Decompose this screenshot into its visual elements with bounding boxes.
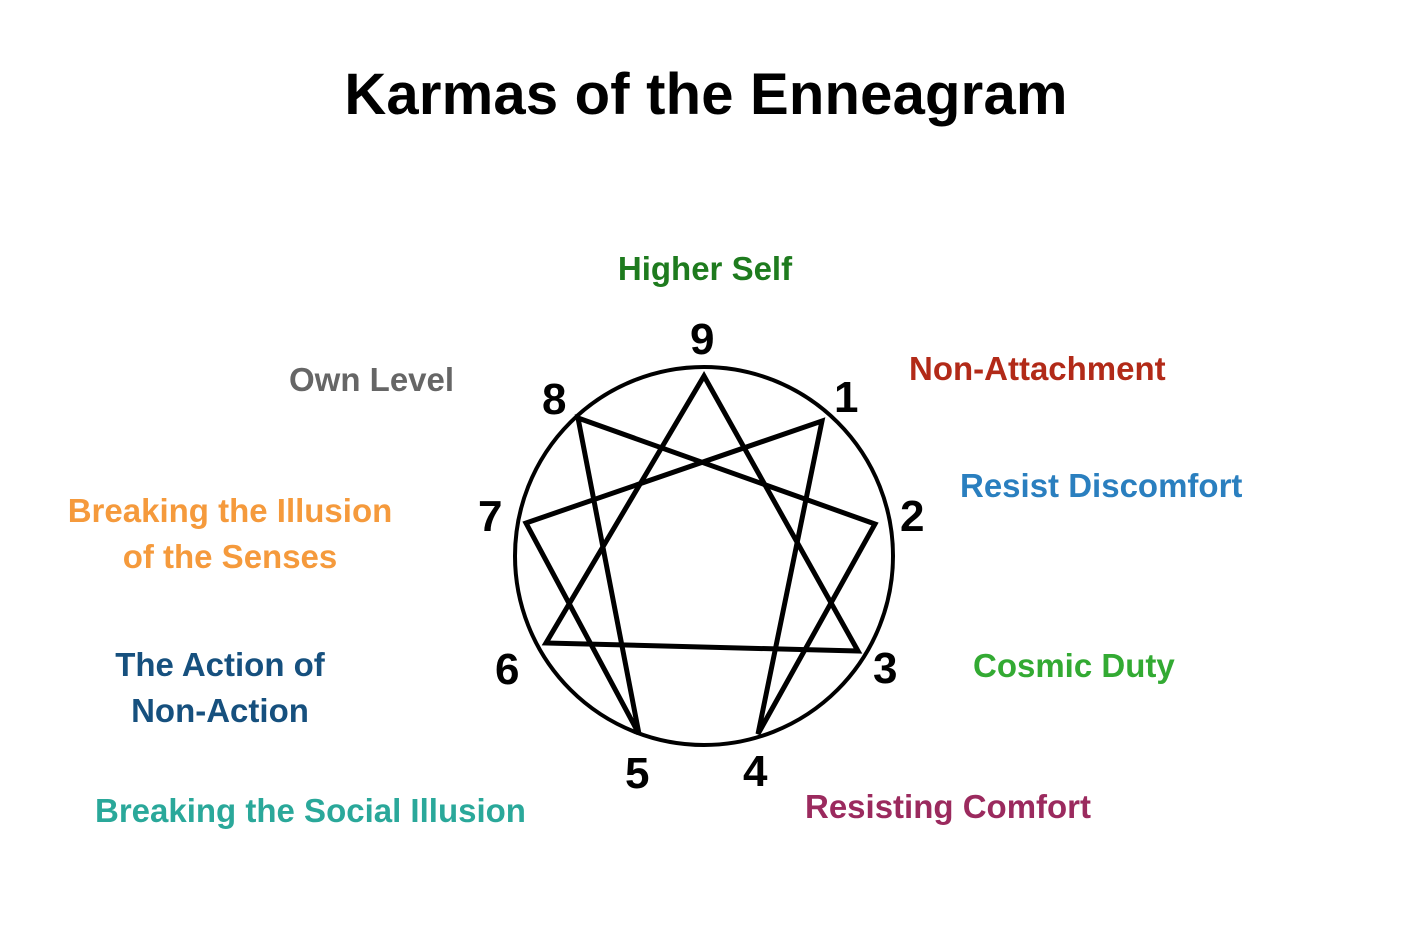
point-number-6: 6: [495, 645, 520, 694]
enneagram-circle: [513, 365, 895, 747]
point-number-2: 2: [900, 492, 925, 541]
enneagram-triangle: [541, 370, 863, 654]
karma-label-1-line-1: Non-Attachment: [909, 350, 1166, 387]
karma-label-9-line-1: Higher Self: [617, 250, 793, 287]
karma-label-4: Resisting Comfort: [805, 784, 1091, 830]
karma-label-6-line-1: The Action of: [115, 646, 325, 683]
karma-label-7-line-2: of the Senses: [122, 538, 338, 575]
page-title: Karmas of the Enneagram: [344, 62, 1068, 127]
karma-label-6-line-2: Non-Action: [131, 692, 309, 729]
karma-label-6: The Action of Non-Action: [70, 642, 370, 734]
point-number-5: 5: [625, 749, 650, 798]
karma-label-4-line-1: Resisting Comfort: [805, 788, 1092, 825]
karma-label-1: Non-Attachment: [909, 346, 1166, 392]
point-number-9: 9: [690, 315, 715, 364]
karma-label-5-line-1: Breaking the Social Illusion: [95, 792, 526, 829]
karma-label-9: Higher Self: [555, 246, 855, 292]
karma-label-8: Own Level: [289, 357, 454, 403]
karma-label-3-line-1: Cosmic Duty: [973, 647, 1175, 684]
karma-label-5: Breaking the Social Illusion: [95, 788, 526, 834]
karma-label-2-line-1: Resist Discomfort: [960, 467, 1243, 504]
karma-label-7-line-1: Breaking the Illusion: [67, 492, 393, 529]
enneagram-hexad: [522, 414, 879, 736]
point-number-4: 4: [743, 747, 768, 796]
karma-label-3: Cosmic Duty: [973, 643, 1175, 689]
karma-label-7: Breaking the Illusion of the Senses: [30, 488, 430, 580]
point-number-8: 8: [542, 375, 567, 424]
karma-label-8-line-1: Own Level: [289, 361, 455, 398]
point-number-7: 7: [478, 492, 503, 541]
karma-label-2: Resist Discomfort: [960, 463, 1242, 509]
point-number-3: 3: [873, 644, 898, 693]
point-number-1: 1: [834, 373, 859, 422]
